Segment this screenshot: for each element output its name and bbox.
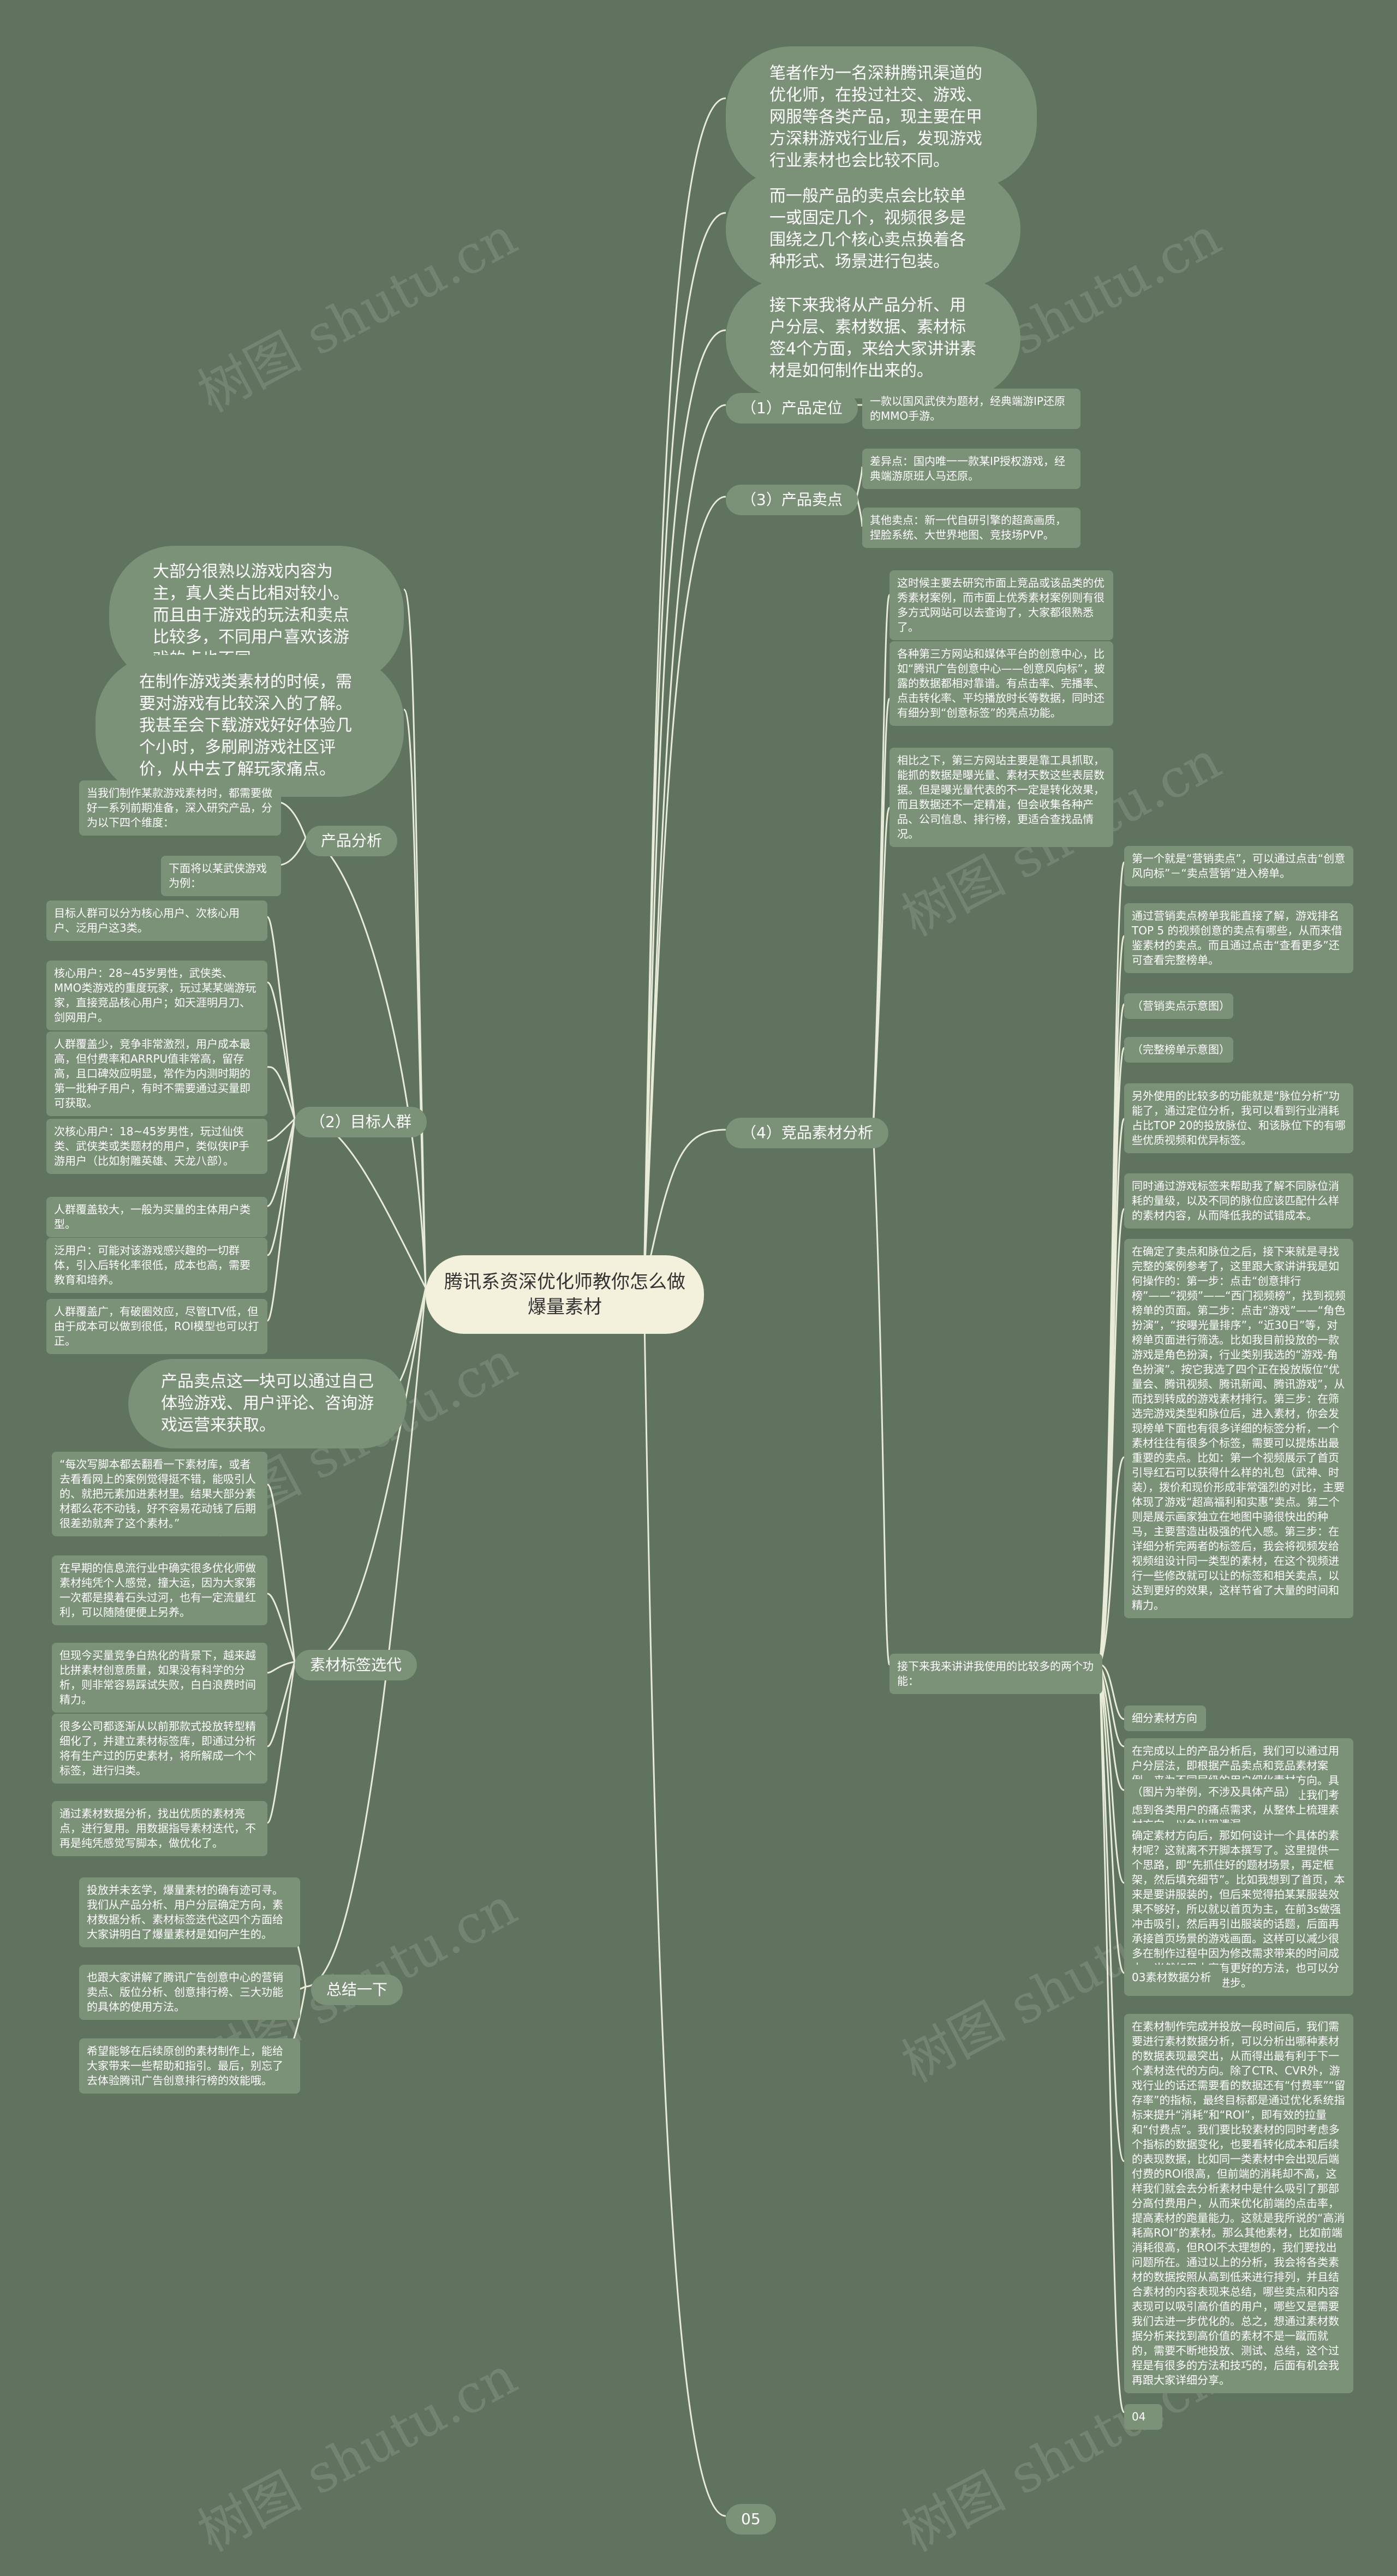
left-note-3[interactable]: 产品卖点这一块可以通过自己体验游戏、用户评论、咨询游戏运营来获取。 xyxy=(128,1359,407,1448)
selling-point-item[interactable]: 差异点：国内唯一一款某IP授权游戏，经典端游原班人马还原。 xyxy=(862,449,1080,489)
product-position-label[interactable]: （1）产品定位 xyxy=(726,393,858,424)
target-users-item[interactable]: 次核心用户：18~45岁男性，玩过仙侠类、武侠类或类题材的用户，类似侠IP手游用… xyxy=(46,1119,267,1174)
competitor-intro-item[interactable]: 相比之下，第三方网站主要是靠工具抓取，能抓的数据是曝光量、素材天数这些表层数据。… xyxy=(889,748,1113,847)
product-position-item[interactable]: 一款以国风武侠为题材，经典端游IP还原的MMO手游。 xyxy=(862,389,1080,429)
intro-node-3[interactable]: 接下来我将从产品分析、用户分层、素材数据、素材标签4个方面，来给大家讲讲素材是如… xyxy=(726,278,1020,398)
competitor-analysis-label[interactable]: （4）竞品素材分析 xyxy=(726,1118,888,1148)
target-users-item[interactable]: 目标人群可以分为核心用户、次核心用户、泛用户这3类。 xyxy=(46,901,267,941)
target-users-item[interactable]: 核心用户：28~45岁男性，武侠类、MMO类游戏的重度玩家，玩过某某端游玩家，直… xyxy=(46,961,267,1030)
competitor-detail-item[interactable]: （营销卖点示意图） xyxy=(1124,993,1233,1019)
competitor-intro-item[interactable]: 各种第三方网站和媒体平台的创意中心，比如“腾讯广告创意中心——创意风向标”，披露… xyxy=(889,641,1113,726)
target-users-item[interactable]: 泛用户：可能对该游戏感兴趣的一切群体，引入后转化率很低，成本也高，需要教育和培养… xyxy=(46,1238,267,1293)
section-05-label[interactable]: 05 xyxy=(726,2504,776,2535)
target-users-item[interactable]: 人群覆盖较大，一般为买量的主体用户类型。 xyxy=(46,1197,267,1237)
competitor-detail-item[interactable]: 通过营销卖点榜单我能直接了解，游戏排名TOP 5 的视频创意的卖点有哪些，从而来… xyxy=(1124,903,1353,973)
intro-node-2[interactable]: 而一般产品的卖点会比较单一或固定几个，视频很多是围绕之几个核心卖点换着各种形式、… xyxy=(726,170,1020,288)
selling-point-item[interactable]: 其他卖点：新一代自研引擎的超高画质，捏脸系统、大世界地图、竞技场PVP。 xyxy=(862,508,1080,548)
competitor-detail-item[interactable]: 另外使用的比较多的功能就是“脉位分析”功能了，通过定位分析，我可以看到行业消耗占… xyxy=(1124,1083,1353,1153)
competitor-detail-item[interactable]: 04 xyxy=(1124,2404,1162,2430)
competitor-branch-item[interactable]: 接下来我来讲讲我使用的比较多的两个功能： xyxy=(889,1654,1102,1694)
intro-node-1[interactable]: 笔者作为一名深耕腾讯渠道的优化师，在投过社交、游戏、网服等各类产品，现主要在甲方… xyxy=(726,46,1037,188)
competitor-detail-item[interactable]: 03素材数据分析 xyxy=(1124,1965,1222,1990)
summary-item[interactable]: 投放并未玄学，爆量素材的确有迹可寻。我们从产品分析、用户分层确定方向，素材数据分… xyxy=(79,1877,300,1947)
product-analysis-label[interactable]: 产品分析 xyxy=(306,826,398,856)
competitor-detail-item[interactable]: 第一个就是“营销卖点”，可以通过点击“创意风向标”－“卖点营销”进入榜单。 xyxy=(1124,846,1353,886)
root-topic[interactable]: 腾讯系资深优化师教你怎么做爆量素材 xyxy=(426,1255,704,1334)
summary-item[interactable]: 希望能够在后续原创的素材制作上，能给大家带来一些帮助和指引。最后，别忘了去体验腾… xyxy=(79,2038,300,2094)
summary-label[interactable]: 总结一下 xyxy=(311,1975,403,2005)
competitor-detail-item[interactable]: 同时通过游戏标签来帮助我了解不同脉位消耗的量级，以及不同的脉位应该匹配什么样的素… xyxy=(1124,1173,1353,1229)
material-tags-item[interactable]: 通过素材数据分析，找出优质的素材亮点，进行复用。用数据指导素材迭代，不再是纯凭感… xyxy=(52,1801,267,1856)
target-users-item[interactable]: 人群覆盖少，竞争非常激烈，用户成本最高，但付费率和ARRPU值非常高，留存高，且… xyxy=(46,1031,267,1116)
target-users-item[interactable]: 人群覆盖广，有破圈效应，尽管LTV低，但由于成本可以做到很低，ROI模型也可以打… xyxy=(46,1299,267,1354)
material-tags-item[interactable]: 但现今买量竞争白热化的背景下，越来越比拼素材创意质量，如果没有科学的分析，则非常… xyxy=(52,1643,267,1713)
material-tags-item[interactable]: 在早期的信息流行业中确实很多优化师做素材纯凭个人感觉，撞大运，因为大家第一次都是… xyxy=(52,1555,267,1625)
material-tags-label[interactable]: 素材标签选代 xyxy=(295,1650,417,1680)
competitor-detail-item[interactable]: （完整榜单示意图） xyxy=(1124,1037,1233,1063)
material-tags-item[interactable]: “每次写脚本都去翻看一下素材库，或者去看看网上的案例觉得挺不错，能吸引人的、就把… xyxy=(52,1452,267,1536)
product-analysis-item[interactable]: 当我们制作某款游戏素材时，都需要做好一系列前期准备，深入研究产品，分为以下四个维… xyxy=(79,780,281,836)
product-analysis-item[interactable]: 下面将以某武侠游戏为例： xyxy=(161,856,281,896)
target-users-label[interactable]: （2）目标人群 xyxy=(295,1107,427,1137)
competitor-detail-item[interactable]: （图片为举例，不涉及具体产品） xyxy=(1124,1779,1299,1805)
material-tags-item[interactable]: 很多公司都逐渐从以前那款式投放转型精细化了，并建立素材标签库，即通过分析将有生产… xyxy=(52,1714,267,1784)
competitor-detail-item[interactable]: 在确定了卖点和脉位之后，接下来就是寻找完整的案例参考了，这里跟大家讲讲我是如何操… xyxy=(1124,1239,1353,1618)
competitor-intro-item[interactable]: 这时候主要去研究市面上竞品或该品类的优秀素材案例，而市面上优秀素材案例则有很多方… xyxy=(889,570,1113,640)
summary-item[interactable]: 也跟大家讲解了腾讯广告创意中心的营销卖点、版位分析、创意排行榜、三大功能的具体的… xyxy=(79,1965,300,2020)
competitor-detail-item[interactable]: 细分素材方向 xyxy=(1124,1706,1206,1731)
competitor-detail-item[interactable]: 在素材制作完成并投放一段时间后，我们需要进行素材数据分析，可以分析出哪种素材的数… xyxy=(1124,2014,1353,2393)
left-note-2[interactable]: 在制作游戏类素材的时候，需要对游戏有比较深入的了解。我甚至会下载游戏好好体验几个… xyxy=(95,655,404,797)
selling-points-label[interactable]: （3）产品卖点 xyxy=(726,485,858,515)
